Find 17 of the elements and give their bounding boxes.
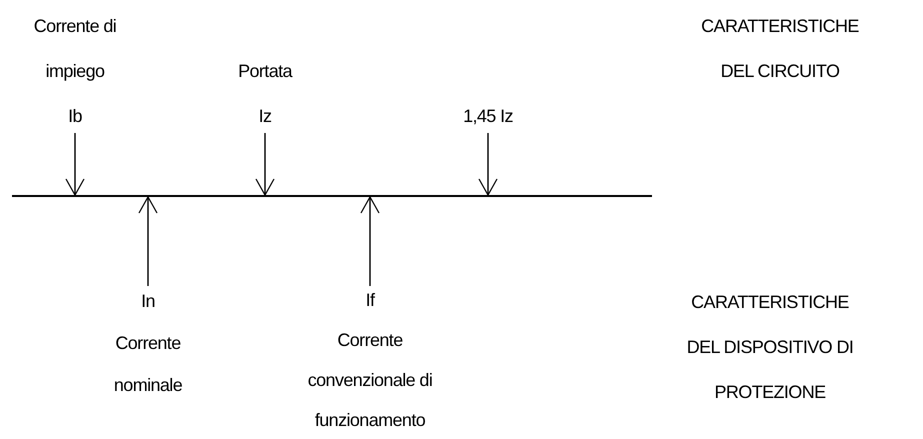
current-label: Corrente convenzionale di funzionamento bbox=[308, 329, 432, 432]
current-label: Corrente nominale bbox=[112, 332, 184, 397]
arrow bbox=[65, 133, 85, 196]
current-label: Corrente di impiego bbox=[32, 15, 118, 83]
current-symbol: In bbox=[141, 290, 155, 313]
current-symbol: Ib bbox=[68, 105, 82, 128]
current-symbol: Iz bbox=[258, 105, 272, 128]
arrow bbox=[478, 133, 498, 196]
section-heading: CARATTERISTICHE DEL DISPOSITIVO DI PROTEZIONE bbox=[686, 291, 854, 404]
arrow bbox=[255, 133, 275, 196]
current-symbol: If bbox=[366, 289, 374, 312]
axis-line bbox=[12, 195, 652, 197]
arrow bbox=[138, 196, 158, 286]
section-heading: CARATTERISTICHE DEL CIRCUITO bbox=[700, 15, 860, 83]
arrow bbox=[360, 196, 380, 286]
current-label: 1,45 Iz bbox=[463, 105, 513, 128]
current-label: Portata bbox=[238, 60, 292, 83]
